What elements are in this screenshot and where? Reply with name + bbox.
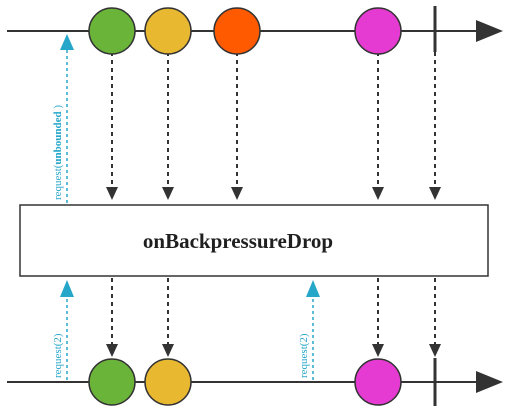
output-arrowhead-magenta bbox=[372, 344, 384, 357]
operator-label: onBackpressureDrop bbox=[143, 229, 333, 253]
output-arrowhead-green bbox=[106, 344, 118, 357]
completion-arrowhead-bottom bbox=[429, 344, 441, 357]
downstream-timeline bbox=[7, 371, 503, 393]
downstream-marble-magenta bbox=[354, 358, 402, 406]
upstream-marble-yellow bbox=[144, 7, 192, 55]
request-arrowhead-2-first bbox=[60, 280, 74, 297]
emission-arrowhead-yellow bbox=[162, 187, 174, 200]
emission-arrowhead-orange bbox=[231, 187, 243, 200]
upstream-emission-arrows bbox=[106, 52, 441, 200]
operator-box-rect bbox=[19, 204, 489, 277]
downstream-marble-yellow bbox=[144, 358, 192, 406]
operator-box: onBackpressureDrop bbox=[19, 204, 489, 277]
request-arrowhead-2-second bbox=[306, 280, 320, 297]
request-arrowhead-unbounded bbox=[60, 34, 74, 50]
emission-arrowhead-magenta bbox=[372, 187, 384, 200]
completion-arrowhead-top bbox=[429, 187, 441, 200]
output-arrowhead-yellow bbox=[162, 344, 174, 357]
request-label-unbounded: request(unbounded ) bbox=[52, 105, 64, 200]
downstream-marbles bbox=[88, 358, 437, 406]
downstream-timeline-arrowhead bbox=[476, 371, 503, 393]
upstream-marble-green bbox=[88, 7, 136, 55]
upstream-marbles bbox=[88, 6, 437, 55]
upstream-timeline-arrowhead bbox=[476, 20, 503, 42]
upstream-marble-magenta bbox=[354, 7, 402, 55]
request-label-2-first: request(2) bbox=[52, 333, 64, 378]
downstream-marble-green bbox=[88, 358, 136, 406]
request-arrows bbox=[60, 34, 320, 380]
request-label-2-second: request(2) bbox=[298, 333, 310, 378]
downstream-emission-arrows bbox=[106, 278, 441, 357]
emission-arrowhead-green bbox=[106, 187, 118, 200]
upstream-marble-orange bbox=[213, 7, 261, 55]
